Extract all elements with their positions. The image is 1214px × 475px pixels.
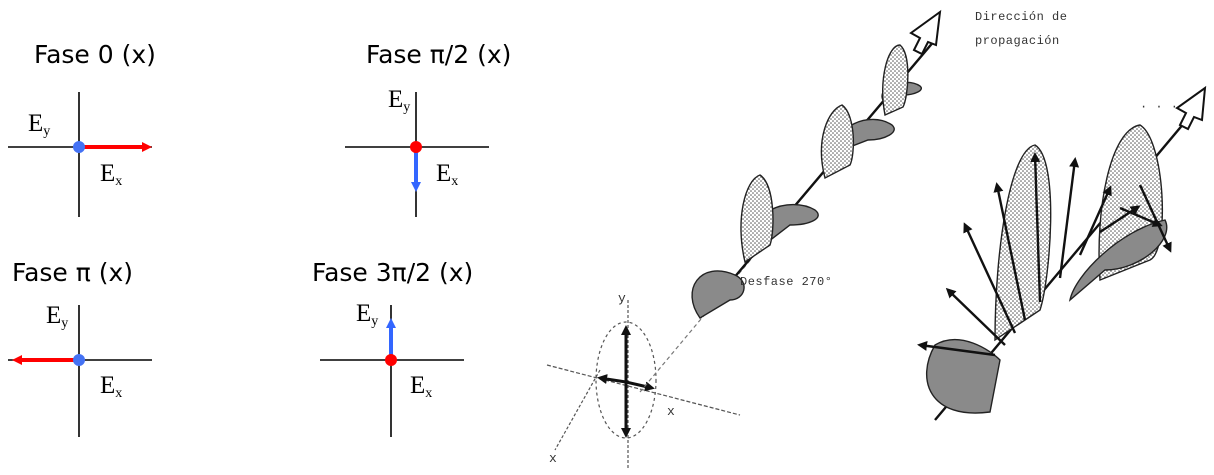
wave-lobes-stippled bbox=[740, 44, 909, 264]
panel-fase-0-ex-label: Ex bbox=[100, 160, 123, 189]
panel-fase-pi-dot bbox=[73, 354, 85, 366]
phase-shift-label: Desfase 270° bbox=[740, 275, 833, 289]
panel-fase-3pi2-title: Fase 3π/2 (x) bbox=[312, 258, 474, 287]
right-wave-gray bbox=[926, 219, 1168, 414]
panel-fase-3pi2-ey-label: Ey bbox=[356, 300, 379, 329]
direction-label-line2: propagación bbox=[975, 34, 1060, 48]
ellipsis-dots: · · · bbox=[1140, 100, 1179, 114]
panel-fase-pi-title: Fase π (x) bbox=[12, 258, 134, 287]
ellipse-axis-x: x bbox=[549, 451, 557, 466]
panel-fase-pi2-title: Fase π/2 (x) bbox=[366, 40, 512, 69]
right-propagation-direction-arrow bbox=[1175, 85, 1207, 131]
panel-fase-pi2-dot bbox=[410, 141, 422, 153]
panel-fase-0-ey-label: Ey bbox=[28, 110, 51, 139]
ellipse-axis-y: y bbox=[618, 291, 626, 306]
panel-fase-3pi2-ex-label: Ex bbox=[410, 372, 433, 401]
ellipse-vectors bbox=[597, 325, 655, 438]
ellipse-axis-z: x bbox=[667, 404, 675, 419]
panel-fase-pi-ex-label: Ex bbox=[100, 372, 123, 401]
panel-fase-0-title: Fase 0 (x) bbox=[34, 40, 156, 69]
right-wave-vectors bbox=[917, 152, 1172, 357]
panel-fase-pi-ey-label: Ey bbox=[46, 302, 69, 331]
ellipse-axes bbox=[546, 300, 741, 470]
propagation-direction-arrow bbox=[909, 9, 942, 56]
panel-fase-0-dot bbox=[73, 141, 85, 153]
panel-fase-3pi2-dot bbox=[385, 354, 397, 366]
panel-fase-pi2-ey-label: Ey bbox=[388, 86, 411, 115]
direction-label-line1: Dirección de bbox=[975, 10, 1068, 24]
panel-fase-pi2-ex-label: Ex bbox=[436, 160, 459, 189]
